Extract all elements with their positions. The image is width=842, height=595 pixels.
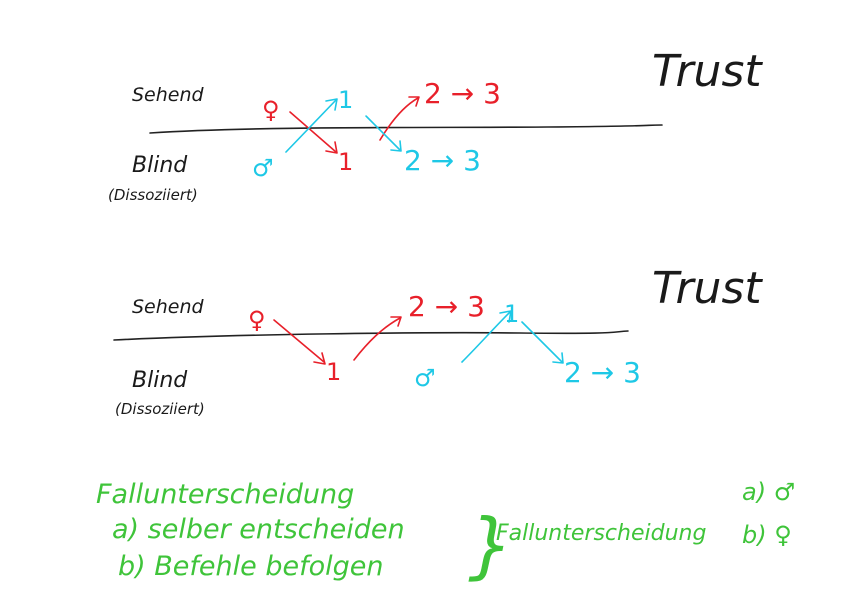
notes: Fallunterscheidung a) selber entscheiden… [96, 478, 795, 587]
notes-right-b: b) ♀ [742, 521, 792, 549]
diagram-2-female-low-step: 1 [326, 358, 341, 386]
diagram-2-female-arrow-down [273, 319, 325, 363]
diagram-2-male-sequence: 2 → 3 [564, 356, 641, 389]
diagram-2-upper-label: Sehend [132, 296, 205, 318]
diagram-2-male-symbol: ♂ [414, 364, 436, 392]
diagram-2-female-sequence: 2 → 3 [408, 290, 485, 323]
diagram-2-title: Trust [652, 263, 763, 314]
notes-heading: Fallunterscheidung [96, 479, 354, 510]
diagram-1-female-arrow-down [289, 111, 337, 153]
diagram-1-male-sequence: 2 → 3 [404, 144, 481, 177]
diagram-2-male-arrow-up [461, 311, 511, 363]
diagram-1-male-high-step: 1 [338, 86, 353, 114]
notes-option-b: b) Befehle befolgen [118, 551, 383, 582]
diagram-2-divider-line [113, 330, 629, 341]
diagram-1-male-arrow-down [365, 115, 401, 151]
diagram-2: Trust Sehend Blind (Dissoziiert) ♀ 1 2 →… [113, 263, 763, 418]
diagram-1-male-arrow-up [285, 99, 337, 153]
diagram-1-female-low-step: 1 [338, 148, 353, 176]
diagram-1-lower-label: Blind [132, 153, 188, 178]
notes-option-a: a) selber entscheiden [112, 514, 405, 545]
diagram-2-female-arrow-up [353, 317, 401, 361]
diagram-1-upper-label: Sehend [132, 84, 205, 106]
diagram-1-male-arrowhead-down [390, 140, 402, 152]
diagram-1-female-arrowhead-down [325, 141, 338, 154]
diagram-2-female-symbol: ♀ [248, 306, 266, 334]
diagram-2-female-arrowhead-down [313, 352, 326, 365]
diagram-1-lower-sublabel: (Dissoziiert) [108, 186, 198, 204]
notes-right-a: a) ♂ [742, 478, 795, 506]
diagram-1-female-sequence: 2 → 3 [424, 77, 501, 110]
diagram-2-female-arrowhead-up [390, 316, 402, 327]
notes-middle-label: Fallunterscheidung [496, 521, 706, 546]
diagram-2-lower-label: Blind [132, 368, 188, 393]
diagram-2-lower-sublabel: (Dissoziiert) [115, 400, 205, 418]
diagram-1-female-symbol: ♀ [262, 96, 280, 124]
diagram-1-female-arrowhead-up [408, 96, 420, 107]
diagram-1-male-arrowhead-up [325, 98, 338, 111]
diagram-1-male-symbol: ♂ [252, 154, 274, 182]
diagram-1-female-arrow-up [379, 97, 419, 141]
diagram-2-male-arrowhead-up [499, 310, 512, 323]
diagram-1-title: Trust [652, 46, 763, 97]
diagram-2-male-arrowhead-down [552, 352, 564, 364]
diagram-2-male-arrow-down [521, 321, 563, 363]
notes-brace: } [468, 503, 514, 587]
diagram-1: Trust Sehend Blind (Dissoziiert) ♀ 1 2 →… [108, 46, 763, 204]
diagram-1-divider-line [149, 124, 663, 134]
diagram-2-male-high-step: 1 [504, 300, 519, 328]
